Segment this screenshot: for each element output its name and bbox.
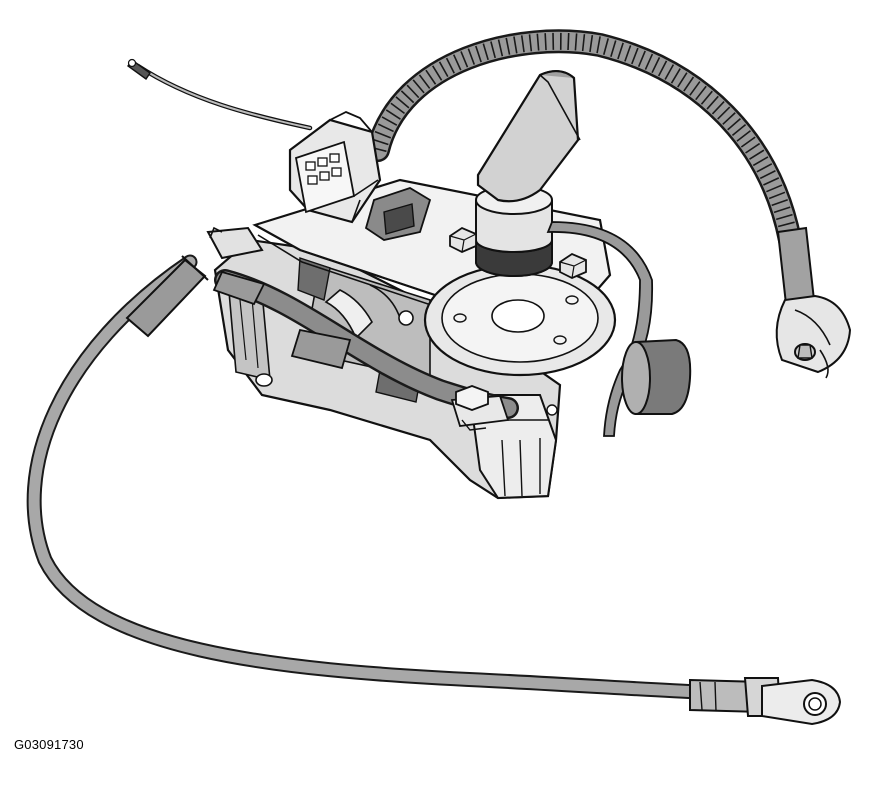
- upper-battery-cable: [366, 29, 816, 327]
- lower-battery-cable: [26, 254, 708, 700]
- strap-end-cap: [621, 338, 692, 415]
- electrical-connector: [288, 111, 382, 224]
- front-terminal-bolt: [450, 385, 510, 431]
- plate-bolt-left: [449, 226, 477, 253]
- figure-id-label: G03091730: [14, 737, 84, 752]
- plate-bolt-right: [559, 252, 587, 279]
- upper-clamp-terminal: [775, 294, 852, 379]
- switch-lever-knob: [475, 70, 581, 277]
- lower-ring-terminal: [689, 677, 842, 726]
- rotary-disc-cover: [423, 263, 617, 377]
- sensor-wire: [127, 58, 313, 131]
